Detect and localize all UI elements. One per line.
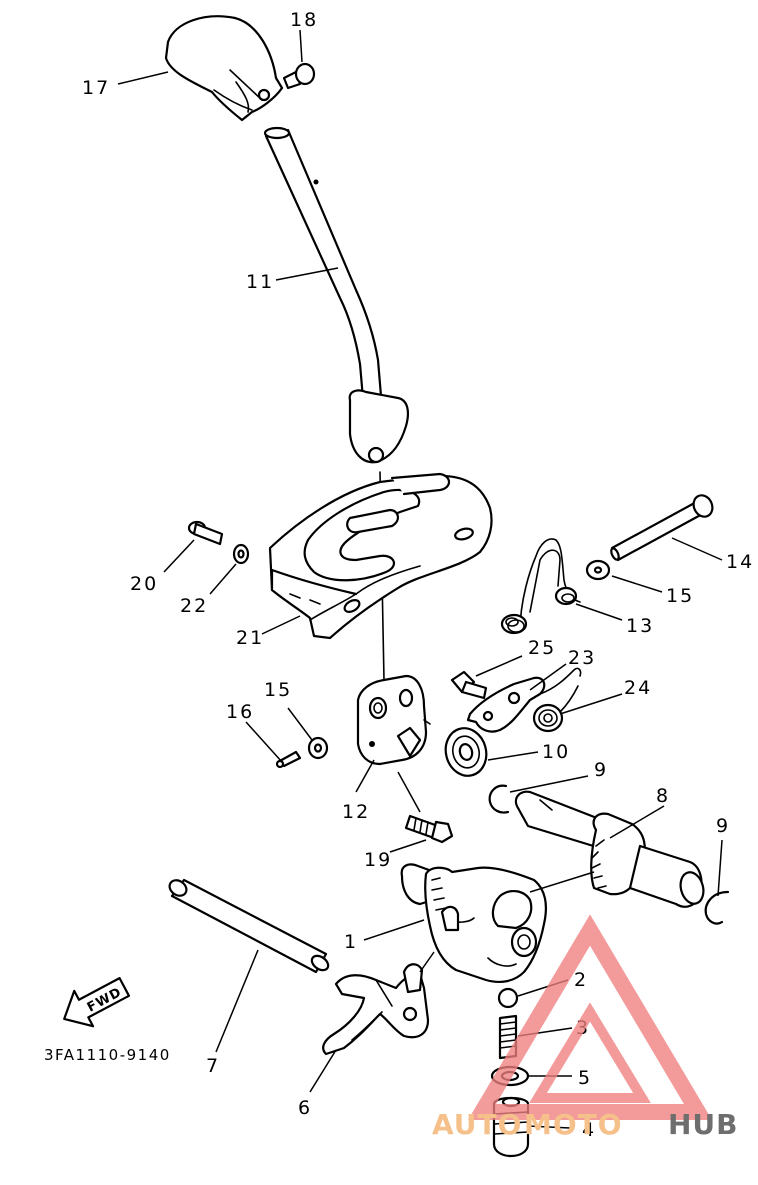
shift-arm-12: [356, 674, 431, 766]
callout-22: 22: [180, 595, 208, 617]
washer-15-lower: [307, 736, 329, 760]
stopper-lever-23: [466, 667, 582, 733]
callout-10: 10: [542, 741, 570, 763]
torsion-spring-13: [500, 538, 581, 635]
callout-14: 14: [726, 551, 754, 573]
callout-23: 23: [568, 647, 596, 669]
shift-fork-6: [322, 963, 430, 1056]
callout-20: 20: [130, 573, 158, 595]
callout-16: 16: [226, 701, 254, 723]
spring-24: [532, 685, 579, 733]
shift-knob: [164, 15, 284, 122]
diagram-code-label: 3FA1110-9140: [44, 1046, 171, 1064]
ball-2: [497, 987, 519, 1009]
leader-lines: [117, 29, 723, 1129]
shift-lever-rod: [263, 126, 409, 464]
callout-9-upper: 9: [594, 759, 608, 781]
callout-15-upper: 15: [666, 585, 694, 607]
fork-alignment: [419, 951, 435, 973]
pin-shaft-14: [610, 494, 714, 562]
knob-screw: [282, 62, 316, 90]
callout-21: 21: [236, 627, 264, 649]
shift-drum-1: [400, 863, 547, 983]
oil-seal-10: [444, 727, 488, 777]
callout-19: 19: [364, 849, 392, 871]
fwd-arrow: FWD: [63, 977, 131, 1028]
bolt-25: [450, 670, 488, 700]
callout-24: 24: [624, 677, 652, 699]
callout-12: 12: [342, 801, 370, 823]
callout-2: 2: [574, 969, 588, 991]
circlip-9-upper: [488, 784, 510, 814]
washer-22: [232, 543, 250, 565]
callout-8: 8: [656, 785, 670, 807]
guide-bar-7: [168, 878, 330, 974]
cotter-pin-16: [275, 750, 302, 769]
callout-25: 25: [528, 637, 556, 659]
callout-numbers: 18 17 11 14 15 20 22 13 21 25 23 24 15 1…: [82, 9, 754, 1141]
watermark-auto: AUTO: [432, 1108, 522, 1141]
bolt-19: [404, 814, 454, 844]
watermark-moto: MOTO: [524, 1108, 623, 1141]
callout-9-lower: 9: [716, 815, 730, 837]
circlip-9-lower: [704, 890, 730, 925]
shift-guide-plate: [268, 472, 493, 640]
callout-15-lower: 15: [264, 679, 292, 701]
watermark-text: AUTO MOTO HUB: [432, 1108, 739, 1141]
alignment-line-19: [397, 771, 421, 813]
shift-shaft-8: [514, 790, 705, 908]
callout-4: 4: [582, 1119, 596, 1141]
callout-17: 17: [82, 77, 110, 99]
watermark-logo: [467, 914, 713, 1120]
callout-6: 6: [298, 1097, 312, 1119]
watermark-hub: HUB: [668, 1108, 739, 1141]
bolt-20: [187, 520, 224, 546]
callout-7: 7: [206, 1055, 220, 1077]
washer-15-upper: [585, 559, 611, 581]
callout-13: 13: [626, 615, 654, 637]
callout-11: 11: [246, 271, 274, 293]
callout-18: 18: [290, 9, 318, 31]
callout-1: 1: [344, 931, 358, 953]
callout-5: 5: [578, 1067, 592, 1089]
